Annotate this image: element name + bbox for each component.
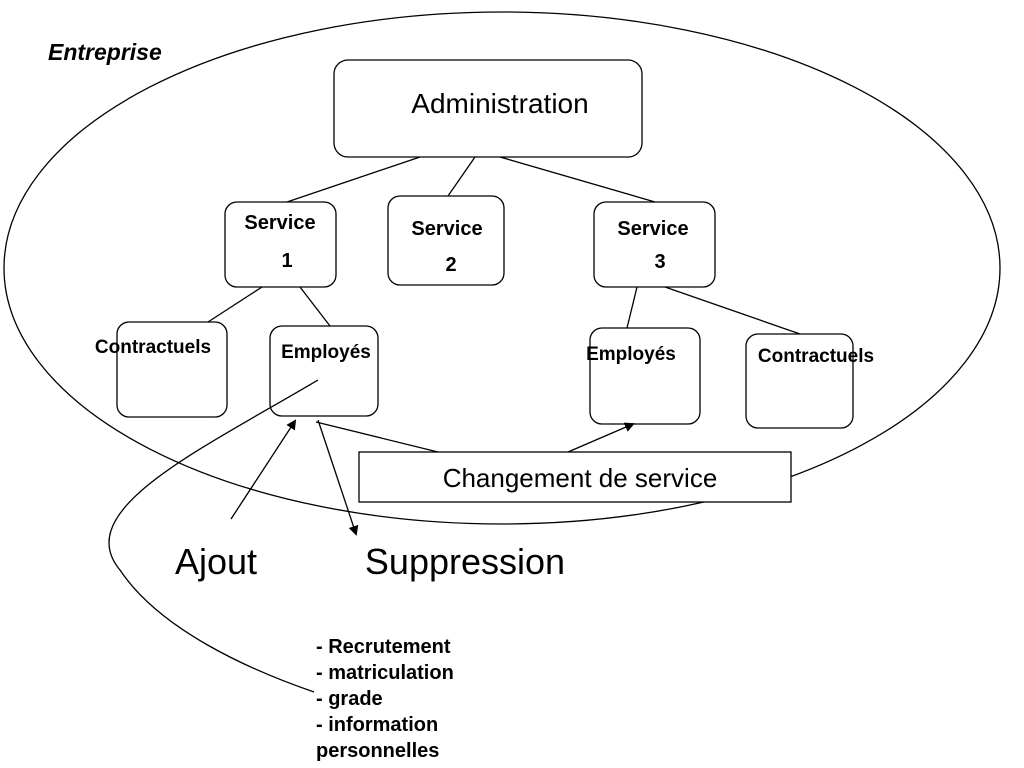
details-list: - Recrutement - matriculation - grade - … <box>316 636 454 762</box>
ajout-label: Ajout <box>175 541 257 582</box>
changement-label: Changement de service <box>443 463 718 493</box>
detail-line: - grade <box>316 688 383 710</box>
service1-label: Service <box>244 212 315 234</box>
service2-box <box>387 195 505 286</box>
edge-service3-contractuels <box>664 286 801 335</box>
employes-right-label: Employés <box>586 344 676 365</box>
changement-box <box>358 451 792 503</box>
administration-label: Administration <box>411 88 588 119</box>
service1-box <box>224 201 337 288</box>
service3-number: 3 <box>654 251 665 273</box>
detail-line: - matriculation <box>316 662 454 684</box>
arrow-ajout <box>230 419 297 520</box>
suppression-label: Suppression <box>365 541 565 582</box>
contractuels-right-box <box>745 333 854 429</box>
edge-admin-service3 <box>499 156 656 203</box>
service3-label: Service <box>617 218 688 240</box>
arrow-suppression <box>317 419 359 536</box>
contractuels-right-label: Contractuels <box>758 346 874 367</box>
arrow-changement-to-employes <box>567 422 635 453</box>
contractuels-left-label: Contractuels <box>95 337 211 358</box>
service1-number: 1 <box>281 250 292 272</box>
edge-admin-service2 <box>447 156 476 197</box>
detail-line: - Recrutement <box>316 636 451 658</box>
detail-line: personnelles <box>316 740 439 762</box>
administration-box <box>333 59 643 158</box>
edge-service3-employes <box>626 286 638 329</box>
detail-line: - information <box>316 714 438 736</box>
service2-number: 2 <box>445 254 456 276</box>
enterprise-label: Entreprise <box>48 39 162 65</box>
service3-box <box>593 201 716 288</box>
contractuels-left-box <box>116 321 228 418</box>
employes-left-label: Employés <box>281 342 371 363</box>
edge-admin-service1 <box>286 156 421 203</box>
enterprise-ellipse <box>3 11 1001 525</box>
edge-employes-to-changement <box>315 421 439 453</box>
service2-label: Service <box>411 218 482 240</box>
employes-left-box <box>269 325 379 417</box>
edge-service1-employes <box>299 286 331 327</box>
edge-service1-contractuels <box>207 286 263 323</box>
employes-right-box <box>589 327 701 425</box>
curve-employes-details <box>108 379 319 693</box>
